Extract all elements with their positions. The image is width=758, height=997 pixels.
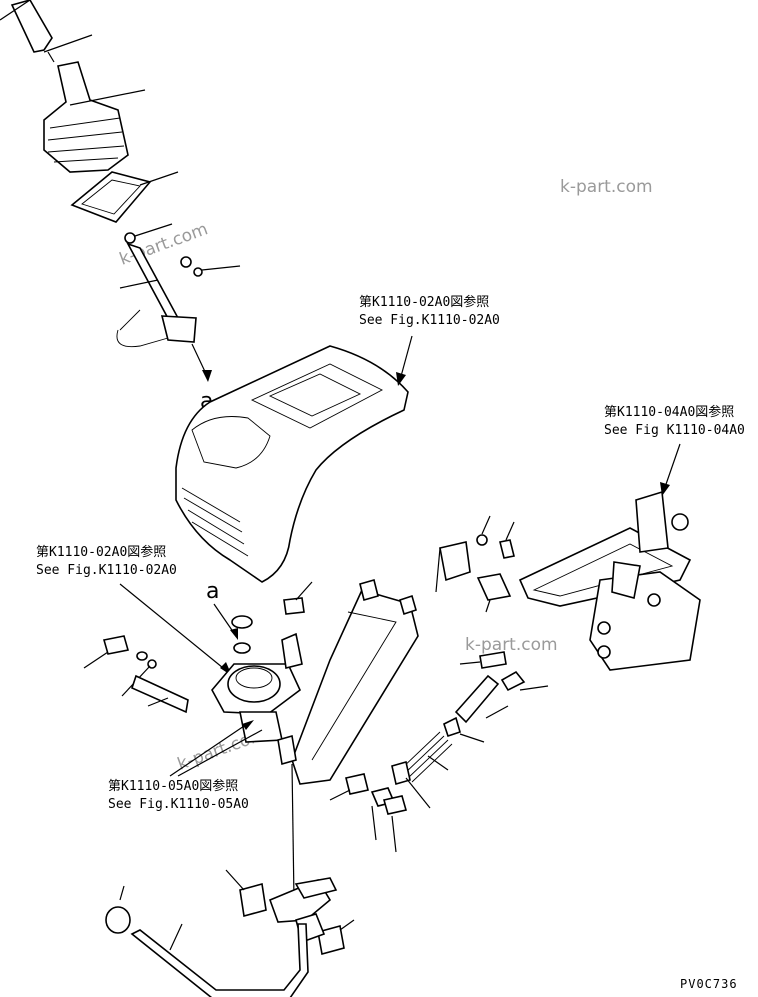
ref-top-en: See Fig.K1110-02A0 (359, 313, 500, 328)
ref-right-en: See Fig K1110-04A0 (604, 423, 745, 438)
ref-k1110-02a0-left: 第K1110-02A0図参照 See Fig.K1110-02A0 (36, 544, 232, 676)
lever-boot (43, 61, 146, 173)
support-plate (283, 579, 419, 785)
drawing-code: PV0C736 (680, 977, 738, 991)
ref-bottom-en: See Fig.K1110-05A0 (108, 797, 249, 812)
ref-right-jp: 第K1110-04A0図参照 (604, 404, 734, 420)
left-pin-bolts (83, 635, 189, 714)
pedal-bracket (518, 490, 701, 671)
linkage-parts (399, 515, 549, 783)
ref-k1110-04a0: 第K1110-04A0図参照 See Fig K1110-04A0 (604, 404, 745, 496)
boot-frame (70, 171, 179, 223)
lever-rod (116, 223, 241, 348)
pedal-rod (105, 885, 309, 997)
ref-left-en: See Fig.K1110-02A0 (36, 563, 177, 578)
lever-knob (0, 0, 93, 63)
ref-left-jp: 第K1110-02A0図参照 (36, 544, 166, 560)
ref-bottom-jp: 第K1110-05A0図参照 (108, 778, 238, 794)
console-cover (175, 335, 413, 583)
ref-k1110-02a0-top: 第K1110-02A0図参照 See Fig.K1110-02A0 (359, 294, 500, 328)
watermark-1: k-part.com (560, 177, 653, 197)
ref-k1110-05a0: 第K1110-05A0図参照 See Fig.K1110-05A0 (108, 720, 263, 812)
marker-a-mid: a (206, 579, 219, 604)
joystick-valve (211, 615, 303, 766)
lower-linkage (225, 760, 431, 956)
watermark-3: k-part.com (465, 635, 558, 655)
ref-top-jp: 第K1110-02A0図参照 (359, 294, 489, 310)
